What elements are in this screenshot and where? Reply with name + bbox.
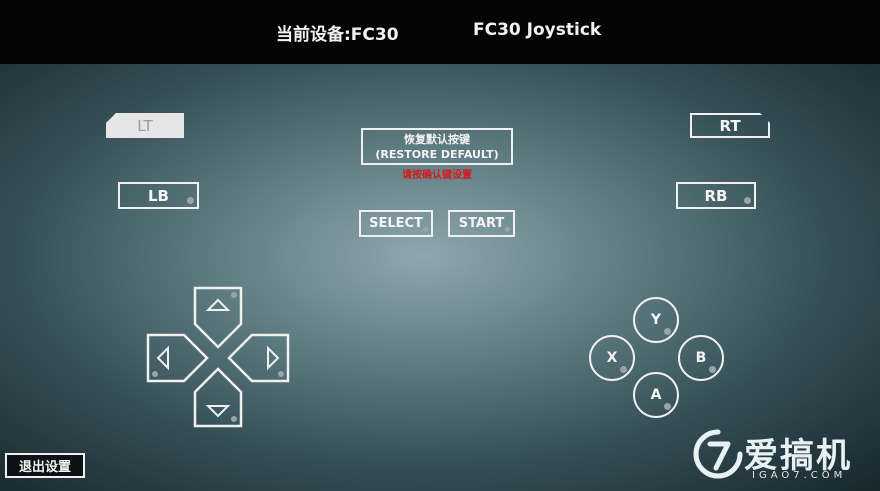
lb-button[interactable]: LB: [118, 182, 199, 209]
igao7-logo-icon: [693, 429, 743, 479]
indicator-dot-icon: [664, 403, 671, 410]
dpad-down-button[interactable]: [193, 367, 243, 428]
dpad-right-button[interactable]: [227, 333, 290, 383]
indicator-dot-icon: [709, 366, 716, 373]
exit-settings-button[interactable]: 退出设置: [5, 453, 85, 478]
watermark-url: IGAO7.COM: [752, 470, 847, 481]
b-button-label: B: [695, 350, 707, 366]
restore-default-button[interactable]: 恢复默认按键 (RESTORE DEFAULT): [361, 128, 513, 165]
x-button[interactable]: X: [589, 335, 635, 381]
a-button[interactable]: A: [633, 372, 679, 418]
select-button[interactable]: SELECT: [359, 210, 433, 237]
select-button-label: SELECT: [369, 216, 423, 231]
indicator-dot-icon: [423, 227, 428, 232]
lb-button-label: LB: [148, 186, 169, 205]
restore-default-label-cn: 恢复默认按键: [404, 132, 470, 146]
current-device-label: 当前设备:FC30: [276, 25, 399, 45]
dpad-up-button[interactable]: [193, 286, 243, 349]
rb-button[interactable]: RB: [676, 182, 756, 209]
restore-hint: 请按确认键设置: [402, 170, 472, 181]
arrow-down-icon: [205, 405, 231, 418]
rt-button-label: RT: [719, 116, 741, 135]
dpad-left-button[interactable]: [146, 333, 209, 383]
lt-button[interactable]: LT: [106, 113, 184, 138]
b-button[interactable]: B: [678, 335, 724, 381]
indicator-dot-icon: [744, 197, 751, 204]
y-button-label: Y: [650, 312, 662, 328]
start-button-label: START: [458, 216, 505, 231]
restore-default-label-en: (RESTORE DEFAULT): [375, 147, 499, 161]
x-button-label: X: [606, 350, 618, 366]
start-button[interactable]: START: [448, 210, 515, 237]
indicator-dot-icon: [505, 227, 510, 232]
y-button[interactable]: Y: [633, 297, 679, 343]
watermark: 爱搞机 IGAO7.COM: [692, 424, 872, 486]
indicator-dot-icon: [664, 328, 671, 335]
exit-settings-label: 退出设置: [18, 460, 71, 475]
a-button-label: A: [650, 387, 662, 403]
watermark-logo-text: 爱搞机: [744, 436, 852, 476]
dpad: [146, 286, 290, 428]
top-bar: 当前设备:FC30 FC30 Joystick: [0, 0, 880, 64]
indicator-dot-icon: [187, 197, 194, 204]
arrow-left-icon: [156, 345, 169, 371]
lt-button-label: LT: [137, 116, 153, 135]
device-name: FC30 Joystick: [473, 20, 602, 40]
rt-button[interactable]: RT: [690, 113, 770, 138]
rb-button-label: RB: [704, 186, 728, 205]
arrow-up-icon: [205, 298, 231, 311]
indicator-dot-icon: [620, 366, 627, 373]
arrow-right-icon: [267, 345, 280, 371]
